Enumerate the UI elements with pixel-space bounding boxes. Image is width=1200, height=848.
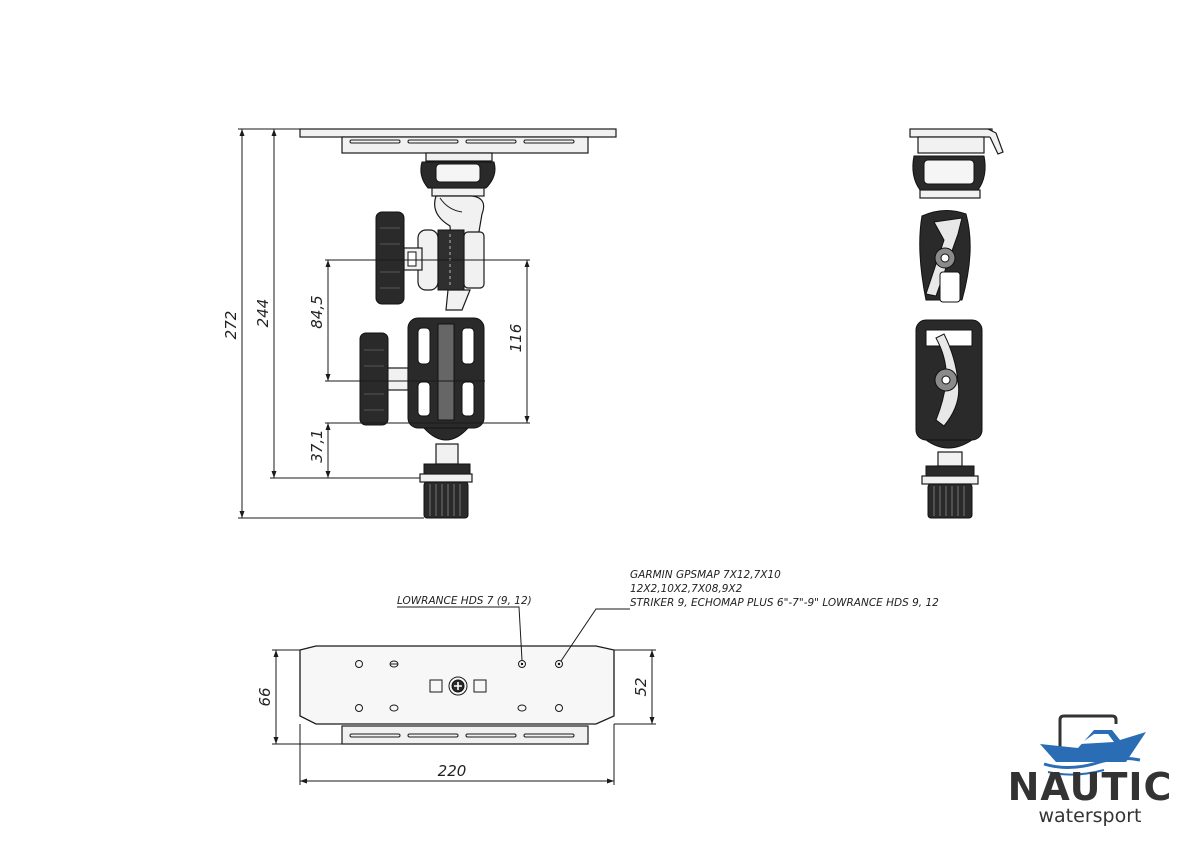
callout-garmin-line1: GARMIN GPSMAP 7X12,7X10	[630, 569, 781, 581]
lower-knob	[359, 332, 409, 426]
side-view	[909, 128, 1004, 519]
callout-lowrance: LOWRANCE HDS 7 (9, 12)	[397, 595, 532, 607]
dim-inner-height: 244	[254, 299, 272, 328]
boat-icon	[1040, 714, 1146, 776]
dim-plate-height-outer: 66	[256, 687, 274, 706]
dim-plate-height-inner: 52	[632, 677, 650, 696]
upper-knob	[375, 211, 423, 305]
dim-total-height: 272	[222, 311, 240, 340]
dim-joint-span: 116	[507, 324, 525, 353]
dim-plate-width: 220	[438, 762, 467, 780]
callout-garmin-line3: STRIKER 9, ECHOMAP PLUS 6"-7"-9" LOWRANC…	[630, 597, 939, 609]
dim-knob-offset: 84,5	[308, 295, 326, 328]
bottom-plate-view: 220 66 52 LOWRANCE HDS 7 (9, 12) GARMIN …	[256, 569, 939, 785]
top-ball-socket	[420, 152, 496, 197]
callout-garmin-line2: 12X2,10X2,7X08,9X2	[630, 583, 743, 595]
dim-base-offset: 37,1	[308, 429, 326, 462]
center-joint	[417, 229, 485, 291]
logo-sub: watersport	[1039, 805, 1142, 827]
base-mount	[419, 443, 473, 519]
top-plate	[299, 128, 617, 154]
nautic-logo: NAUTIC watersport	[1008, 714, 1173, 827]
lower-socket	[407, 317, 485, 441]
logo-word: NAUTIC	[1008, 765, 1173, 809]
front-view: 272 244 84,5 37,1 116	[222, 128, 617, 519]
